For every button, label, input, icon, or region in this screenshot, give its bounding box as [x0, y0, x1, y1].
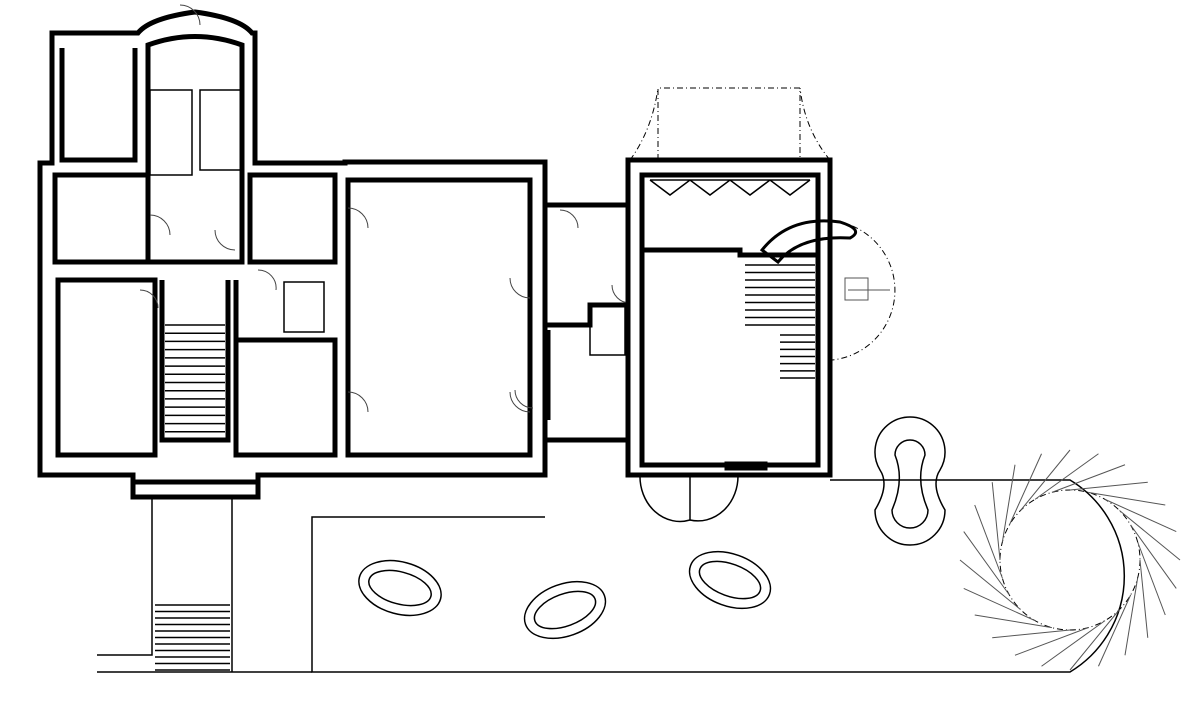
lattice-beam	[1041, 620, 1106, 667]
lattice-beam	[959, 559, 1021, 610]
staircase-north	[149, 89, 243, 176]
lattice-beam	[991, 482, 1001, 561]
lattice-beam	[1088, 491, 1166, 506]
lattice-beam	[963, 531, 1010, 596]
bay-window-right	[689, 474, 739, 522]
staircase-central	[165, 324, 225, 441]
curved-stair-ramp	[759, 219, 858, 265]
lattice-beam	[1034, 453, 1099, 500]
fireplace	[283, 281, 325, 333]
keyhole-stair	[874, 416, 946, 546]
main-building-outer-wall	[37, 9, 548, 485]
lattice-beam	[1008, 453, 1042, 526]
lattice-beam	[992, 629, 1071, 639]
spiral-stair-circle	[831, 221, 896, 361]
lattice-beam	[1069, 481, 1148, 491]
terrace	[97, 416, 1181, 673]
lattice-beam	[1124, 578, 1139, 656]
garden-stairs	[155, 604, 230, 671]
lattice-beam	[1069, 609, 1120, 671]
lattice-beam	[1130, 524, 1177, 589]
lattice-beam	[1014, 627, 1089, 656]
east-building	[625, 87, 896, 523]
lattice-beam	[1001, 464, 1016, 542]
entrance-porch	[130, 479, 261, 500]
staircase-east	[745, 264, 815, 379]
lattice-beam	[963, 588, 1036, 622]
lattice-beam	[974, 504, 1003, 579]
west-wing-rooms	[52, 48, 158, 458]
lattice-beam	[1139, 559, 1149, 638]
lattice-beam	[1020, 449, 1071, 511]
lattice-beam	[1098, 594, 1132, 667]
lattice-beam	[974, 614, 1052, 629]
lattice-pergola	[959, 449, 1181, 671]
main-building	[37, 4, 548, 500]
lattice-beam	[1137, 541, 1166, 616]
stair-hall-walls	[145, 34, 533, 458]
doors	[139, 4, 531, 413]
lattice-beam	[1051, 464, 1126, 493]
link-building	[514, 202, 631, 443]
bay-window-left	[639, 474, 691, 523]
lattice-beam	[1104, 498, 1177, 532]
lattice-beam	[1119, 510, 1181, 561]
oval-planters	[358, 550, 772, 640]
